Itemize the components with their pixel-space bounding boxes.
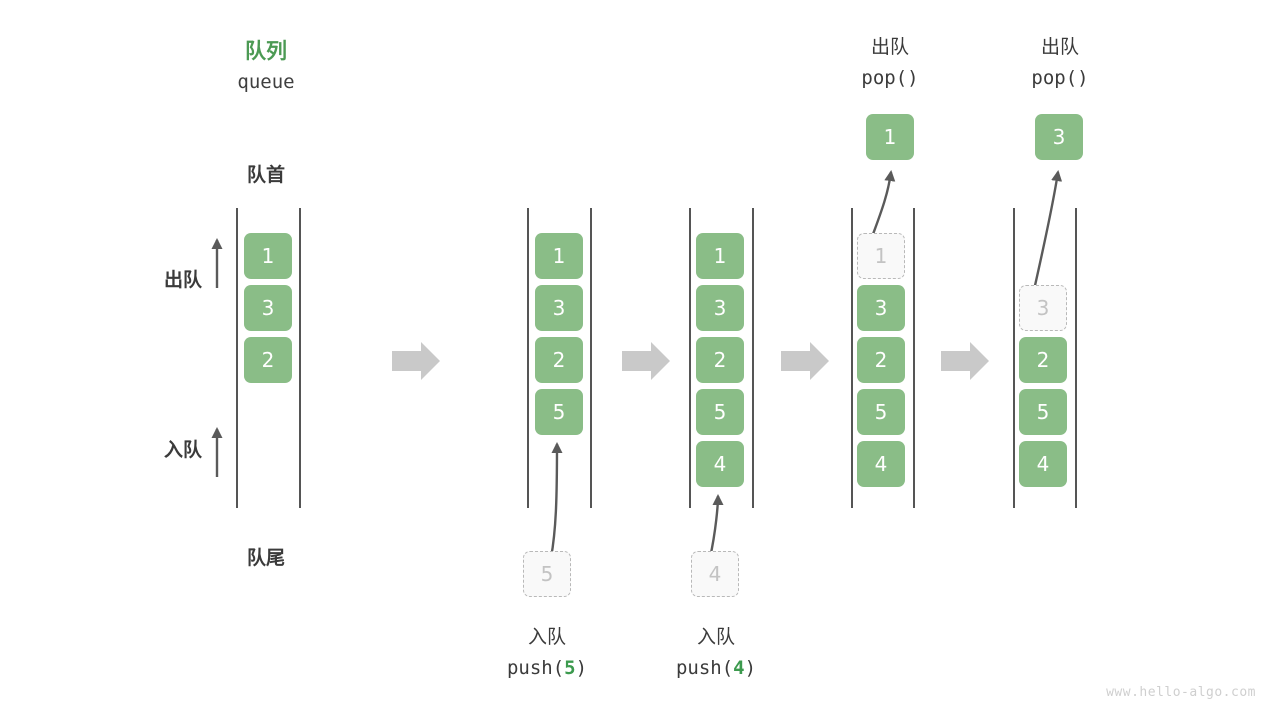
- step-arrow-2: [622, 342, 670, 380]
- queue-cell: 5: [1019, 389, 1067, 435]
- queue-cell: 2: [1019, 337, 1067, 383]
- step-arrow-4: [941, 342, 989, 380]
- caption-code: pop(): [1031, 67, 1089, 89]
- queue-cell: 3: [696, 285, 744, 331]
- popped-cell: 1: [866, 114, 914, 160]
- rail-left: [1013, 208, 1015, 508]
- rail-right: [299, 208, 301, 508]
- rail-left: [527, 208, 529, 508]
- queue-cell-new: 4: [696, 441, 744, 487]
- queue-cell-ghost: 3: [1019, 285, 1067, 331]
- caption-cn: 出队: [870, 36, 909, 58]
- caption-code-prefix: push(: [506, 657, 565, 679]
- queue-cell: 5: [857, 389, 905, 435]
- queue-cell: 5: [696, 389, 744, 435]
- queue-cell: 3: [535, 285, 583, 331]
- caption-code: push(4): [636, 657, 796, 679]
- queue-cell: 2: [535, 337, 583, 383]
- step-arrow-3: [781, 342, 829, 380]
- incoming-ghost-cell: 5: [523, 551, 571, 597]
- caption-code-suffix: ): [744, 657, 757, 679]
- label-rear: 队尾: [246, 547, 285, 569]
- caption-code-value: 4: [733, 657, 745, 679]
- incoming-ghost-cell: 4: [691, 551, 739, 597]
- caption-code-value: 5: [564, 657, 576, 679]
- pop-1-arrow: [870, 170, 896, 238]
- push-5-arrow: [549, 442, 563, 559]
- queue-cell: 2: [244, 337, 292, 383]
- rail-left: [236, 208, 238, 508]
- push-4-arrow: [708, 494, 724, 559]
- caption-code: pop(): [861, 67, 919, 89]
- caption-code-prefix: push(: [675, 657, 734, 679]
- queue-cell: 2: [696, 337, 744, 383]
- caption-code-suffix: ): [575, 657, 588, 679]
- queue-cell: 1: [535, 233, 583, 279]
- label-front: 队首: [246, 164, 285, 186]
- label-push-direction: 入队: [163, 439, 202, 461]
- caption-cn: 入队: [527, 626, 566, 648]
- caption-cn: 出队: [1040, 36, 1079, 58]
- queue-cell-ghost: 1: [857, 233, 905, 279]
- watermark: www.hello-algo.com: [1106, 685, 1256, 700]
- queue-cell: 4: [1019, 441, 1067, 487]
- diagram-title-en: queue: [237, 71, 295, 93]
- caption-cn: 入队: [696, 626, 735, 648]
- rail-left: [851, 208, 853, 508]
- rail-right: [1075, 208, 1077, 508]
- rail-right: [590, 208, 592, 508]
- popped-cell: 3: [1035, 114, 1083, 160]
- step-arrow-1: [392, 342, 440, 380]
- caption-code: push(5): [467, 657, 627, 679]
- label-pop-direction: 出队: [163, 269, 202, 291]
- queue-cell: 3: [857, 285, 905, 331]
- queue-cell: 1: [244, 233, 292, 279]
- pop-3-arrow: [1032, 170, 1063, 291]
- queue-cell-new: 5: [535, 389, 583, 435]
- queue-cell: 3: [244, 285, 292, 331]
- queue-cell: 1: [696, 233, 744, 279]
- rail-right: [752, 208, 754, 508]
- rail-right: [913, 208, 915, 508]
- queue-cell: 2: [857, 337, 905, 383]
- rail-left: [689, 208, 691, 508]
- diagram-title-cn: 队列: [245, 39, 287, 63]
- queue-cell: 4: [857, 441, 905, 487]
